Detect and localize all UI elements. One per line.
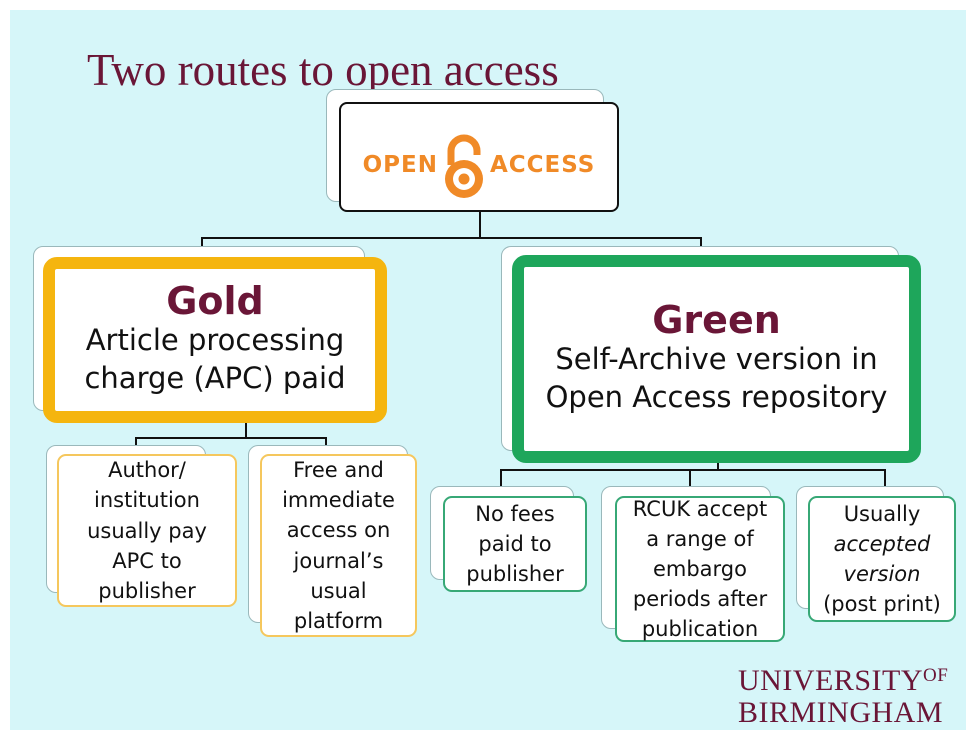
university-word: UNIVERSITY <box>738 664 923 697</box>
gold-detail-1-text: Author/ institution usually pay APC to p… <box>87 458 207 603</box>
gold-detail-1: Author/ institution usually pay APC to p… <box>57 454 237 607</box>
green-route-box: Green Self-Archive version in Open Acces… <box>512 255 921 463</box>
university-logo: UNIVERSITYOF BIRMINGHAM <box>738 666 948 728</box>
gold-detail-2-text: Free and immediate access on journal’s u… <box>282 458 395 633</box>
connector-root-stem <box>479 211 481 238</box>
university-of: OF <box>923 665 949 686</box>
university-logo-line1: UNIVERSITYOF <box>738 666 948 696</box>
connector-gold-bar <box>135 437 327 439</box>
green-detail-1-text: No fees paid to publisher <box>466 501 564 586</box>
connector-green-stem <box>717 461 719 471</box>
gold-description-line1: Article processing <box>85 323 345 358</box>
green-description-line2: Open Access repository <box>545 379 888 414</box>
green-detail-1: No fees paid to publisher <box>443 496 587 592</box>
connector-green-bar <box>500 469 886 471</box>
slide-title: Two routes to open access <box>87 45 559 95</box>
connector-green-left <box>500 469 502 498</box>
gold-route-box: Gold Article processing charge (APC) pai… <box>43 257 387 423</box>
open-access-logo: OPEN ACCESS <box>341 130 617 200</box>
green-detail-3-line4: (post print) <box>823 592 941 617</box>
green-description-line1: Self-Archive version in <box>555 342 878 377</box>
connector-green-right <box>884 469 886 498</box>
connector-gold-stem <box>245 421 247 439</box>
gold-heading: Gold <box>166 279 264 324</box>
logo-word-access: ACCESS <box>490 152 596 178</box>
open-padlock-icon <box>445 134 483 198</box>
green-detail-3: Usually accepted version (post print) <box>808 496 956 622</box>
open-access-logo-box: OPEN ACCESS <box>339 102 619 212</box>
green-detail-3-line1: Usually <box>843 501 921 526</box>
green-heading: Green <box>652 298 781 343</box>
gold-description-line2: charge (APC) paid <box>84 360 346 395</box>
slide: Two routes to open access OPEN ACCESS Go… <box>10 10 966 730</box>
gold-detail-2: Free and immediate access on journal’s u… <box>260 454 417 637</box>
logo-word-open: OPEN <box>362 152 438 178</box>
green-detail-3-line2: accepted <box>833 531 931 556</box>
green-detail-2: RCUK accept a range of embargo periods a… <box>615 496 785 642</box>
green-detail-3-line3: version <box>843 562 921 586</box>
connector-root-bar <box>201 237 702 239</box>
green-detail-2-text: RCUK accept a range of embargo periods a… <box>632 496 768 642</box>
university-logo-line2: BIRMINGHAM <box>738 696 944 729</box>
connector-green-mid <box>689 469 691 498</box>
green-detail-3-text: Usually accepted version (post print) <box>823 499 941 619</box>
